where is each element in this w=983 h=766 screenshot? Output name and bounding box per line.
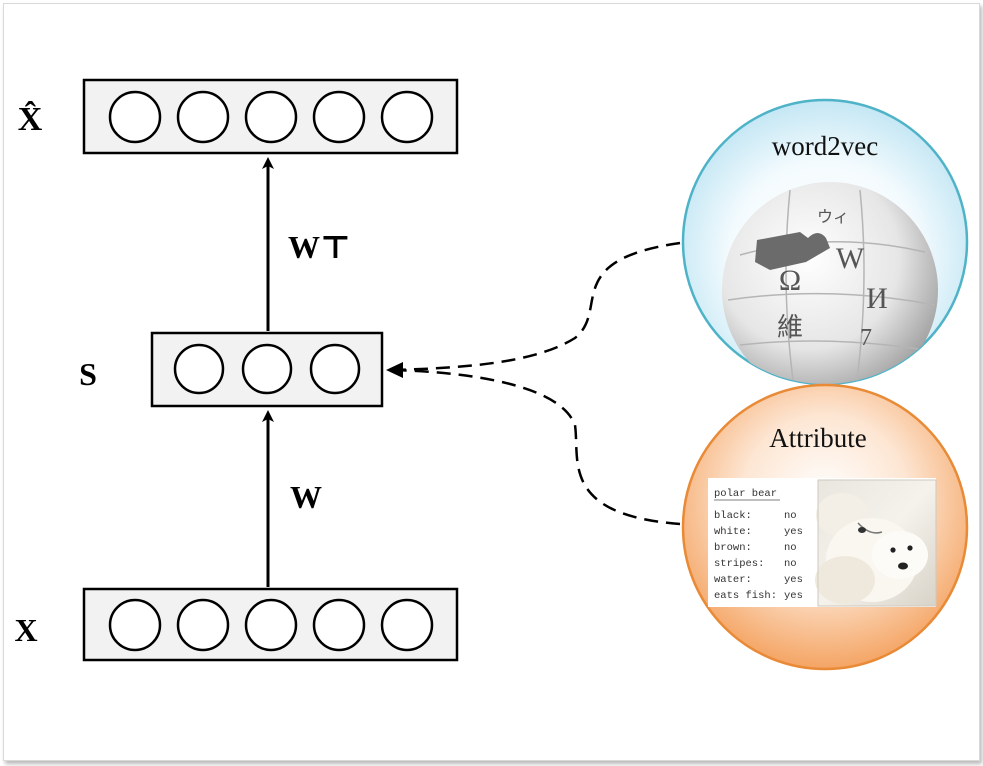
svg-text:維: 維 — [777, 313, 803, 342]
attribute-table-title: polar bear — [714, 488, 777, 500]
word2vec-source: word2vec Ω W И 維 ウィ 7 — [681, 98, 969, 386]
output-layer — [82, 78, 459, 155]
attribute-row-key: water: — [714, 574, 752, 586]
input-layer — [82, 587, 459, 662]
attribute-row-value: no — [784, 510, 797, 522]
dashed-connector-attribute — [391, 368, 681, 526]
hidden-layer — [150, 331, 384, 408]
hidden-unit — [241, 343, 293, 395]
hidden-unit — [173, 343, 225, 395]
wikipedia-globe-icon: Ω W И 維 ウィ 7 — [722, 182, 938, 384]
attribute-source: Attribute polar bear black: no white: yes br… — [681, 383, 969, 671]
input-unit — [380, 598, 434, 652]
attribute-title: Attribute — [769, 423, 866, 453]
hidden-unit — [309, 343, 361, 395]
connector-arrow-head — [386, 362, 403, 378]
attribute-row-key: brown: — [714, 542, 752, 554]
attribute-row-key: stripes: — [714, 558, 764, 570]
attribute-row-key: eats fish: — [714, 590, 777, 602]
label-x-hat: X̂ — [18, 100, 43, 138]
svg-text:W: W — [836, 242, 865, 275]
polar-bear-photo — [815, 479, 937, 607]
attribute-row-value: yes — [784, 574, 803, 586]
svg-text:Ω: Ω — [779, 264, 801, 297]
input-unit — [244, 598, 298, 652]
attribute-row-value: yes — [784, 526, 803, 538]
label-w-transpose: W⊤ — [288, 229, 351, 265]
attribute-table: polar bear black: no white: yes brown: no stri… — [714, 488, 803, 602]
label-s: S — [79, 356, 97, 392]
output-unit — [380, 90, 434, 144]
svg-text:И: И — [866, 282, 888, 315]
svg-text:ウィ: ウィ — [817, 208, 849, 226]
input-unit — [176, 598, 230, 652]
attribute-row-value: no — [784, 542, 797, 554]
label-w: W — [290, 479, 322, 515]
input-unit — [108, 598, 162, 652]
attribute-row-key: white: — [714, 526, 752, 538]
output-unit — [176, 90, 230, 144]
output-unit — [108, 90, 162, 144]
attribute-row-key: black: — [714, 510, 752, 522]
label-x: X — [14, 612, 37, 648]
input-unit — [312, 598, 366, 652]
svg-text:7: 7 — [860, 325, 872, 351]
dashed-connector-word2vec — [389, 241, 681, 372]
word2vec-title: word2vec — [772, 131, 878, 161]
output-unit — [312, 90, 366, 144]
output-unit — [244, 90, 298, 144]
attribute-row-value: yes — [784, 590, 803, 602]
attribute-row-value: no — [784, 558, 797, 570]
